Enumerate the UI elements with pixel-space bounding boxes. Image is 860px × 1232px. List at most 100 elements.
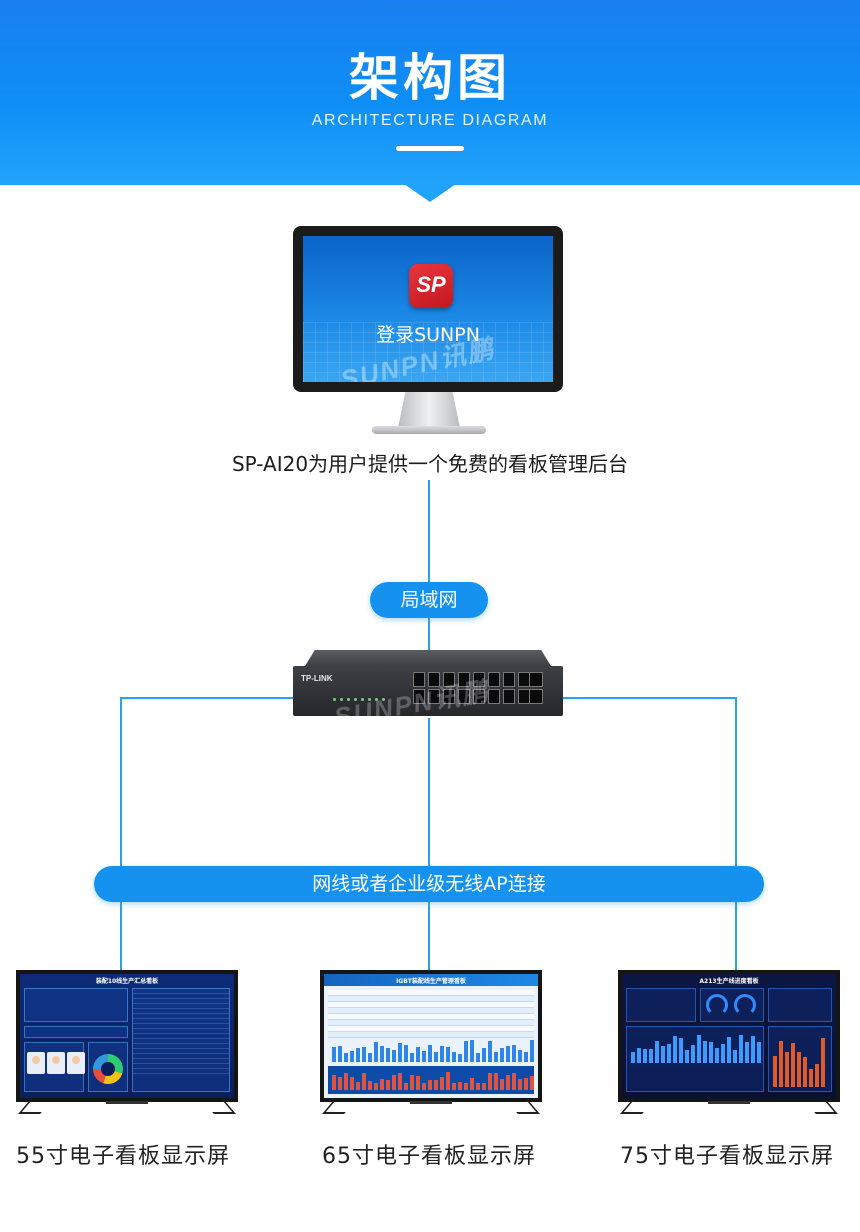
- switch-front-panel: TP-LINK SUNPN讯鹏: [293, 666, 563, 716]
- tv-screen: IGBT装配线生产管理看板: [324, 974, 538, 1098]
- trend-panel: [626, 1026, 764, 1092]
- decor-bar: [422, 1083, 426, 1090]
- tv-stand: [410, 1101, 452, 1104]
- decor-bar: [392, 1075, 396, 1090]
- trend-chart: [332, 1070, 534, 1090]
- decor-bar: [715, 1048, 719, 1063]
- ranking-chart: [773, 1033, 825, 1087]
- bar-chart: [332, 1040, 534, 1062]
- line-monitor-to-lan: [428, 480, 430, 582]
- decor-bar: [494, 1052, 498, 1062]
- tv-55: 装配10线生产汇总看板: [16, 970, 238, 1106]
- decor-bar: [673, 1036, 677, 1063]
- screen-title: 装配10线生产汇总看板: [20, 976, 234, 985]
- decor-bar: [703, 1041, 707, 1063]
- gauge-icon: [706, 994, 728, 1016]
- decor-bar: [500, 1079, 504, 1090]
- screen-title: IGBT装配线生产管理看板: [324, 976, 538, 985]
- decor-bar: [797, 1052, 801, 1087]
- decor-bar: [440, 1046, 444, 1062]
- decor-bar: [679, 1038, 683, 1063]
- decor-bar: [637, 1048, 641, 1063]
- decor-bar: [494, 1073, 498, 1090]
- decor-bar: [631, 1052, 635, 1063]
- decor-bar: [643, 1049, 647, 1063]
- decor-bar: [446, 1072, 450, 1090]
- summary-panel: [768, 988, 832, 1022]
- decor-bar: [368, 1081, 372, 1090]
- decor-bar: [386, 1080, 390, 1090]
- staff-avatar: [27, 1052, 45, 1074]
- decor-bar: [482, 1048, 486, 1062]
- decor-bar: [398, 1043, 402, 1062]
- decor-bar: [809, 1069, 813, 1087]
- decor-bar: [446, 1047, 450, 1062]
- decor-bar: [488, 1073, 492, 1090]
- tv-foot: [620, 1100, 654, 1114]
- switch-top-face: [305, 650, 551, 666]
- page-title: 架构图: [0, 38, 860, 110]
- bar-chart: [631, 1033, 761, 1063]
- header-notch: [404, 184, 456, 202]
- line-switch-right: [563, 697, 737, 699]
- decor-bar: [356, 1048, 360, 1062]
- monitor-screen: SP 登录SUNPN SUNPN讯鹏: [303, 236, 553, 382]
- decor-bar: [428, 1080, 432, 1090]
- tv-stand: [708, 1101, 750, 1104]
- data-table: [328, 990, 534, 1038]
- decor-bar: [470, 1078, 474, 1090]
- tv-foot: [202, 1100, 236, 1114]
- decor-bar: [434, 1052, 438, 1062]
- decor-bar: [530, 1076, 534, 1090]
- decor-bar: [773, 1056, 777, 1087]
- decor-bar: [779, 1041, 783, 1087]
- screen-title: A213生产线进度看板: [622, 976, 836, 985]
- decor-bar: [815, 1064, 819, 1087]
- decor-bar: [344, 1053, 348, 1062]
- switch-brand: TP-LINK: [301, 674, 333, 683]
- decor-bar: [803, 1057, 807, 1087]
- decor-bar: [344, 1073, 348, 1090]
- tv-foot: [322, 1100, 356, 1114]
- tv-foot: [506, 1100, 540, 1114]
- decor-bar: [410, 1075, 414, 1090]
- decor-bar: [374, 1042, 378, 1062]
- title-underline: [396, 146, 464, 151]
- logo-lettering: SP: [409, 272, 453, 298]
- monitor-caption: SP-AI20为用户提供一个免费的看板管理后台: [0, 448, 860, 477]
- decor-bar: [350, 1077, 354, 1090]
- admin-monitor: SP 登录SUNPN SUNPN讯鹏: [293, 226, 563, 392]
- decor-bar: [356, 1082, 360, 1090]
- decor-bar: [404, 1083, 408, 1090]
- info-panel: [626, 988, 696, 1022]
- decor-bar: [476, 1083, 480, 1090]
- tv-stand: [106, 1101, 148, 1104]
- decor-bar: [332, 1047, 336, 1062]
- decor-bar: [482, 1083, 486, 1090]
- staff-avatar: [67, 1052, 85, 1074]
- decor-bar: [785, 1052, 789, 1087]
- decor-bar: [721, 1044, 725, 1063]
- line-lan-to-switch: [428, 618, 430, 652]
- decor-bar: [362, 1047, 366, 1062]
- decor-bar: [506, 1046, 510, 1062]
- decor-bar: [416, 1047, 420, 1062]
- decor-bar: [380, 1079, 384, 1090]
- decor-bar: [404, 1045, 408, 1062]
- header-banner: 架构图 ARCHITECTURE DIAGRAM: [0, 0, 860, 185]
- detail-list-panel: [132, 988, 230, 1092]
- monitor-stand-neck: [398, 392, 460, 428]
- status-panel: [24, 1026, 128, 1038]
- sunpn-logo-icon: SP: [409, 264, 453, 308]
- decor-bar: [434, 1080, 438, 1090]
- tv-65: IGBT装配线生产管理看板: [320, 970, 542, 1106]
- decor-bar: [709, 1042, 713, 1063]
- decor-bar: [464, 1041, 468, 1062]
- decor-bar: [422, 1051, 426, 1062]
- tv-foot: [804, 1100, 838, 1114]
- decor-bar: [488, 1041, 492, 1062]
- decor-bar: [362, 1073, 366, 1090]
- network-switch: TP-LINK SUNPN讯鹏: [293, 650, 563, 720]
- donut-chart-icon: [93, 1054, 123, 1084]
- decor-bar: [739, 1035, 743, 1063]
